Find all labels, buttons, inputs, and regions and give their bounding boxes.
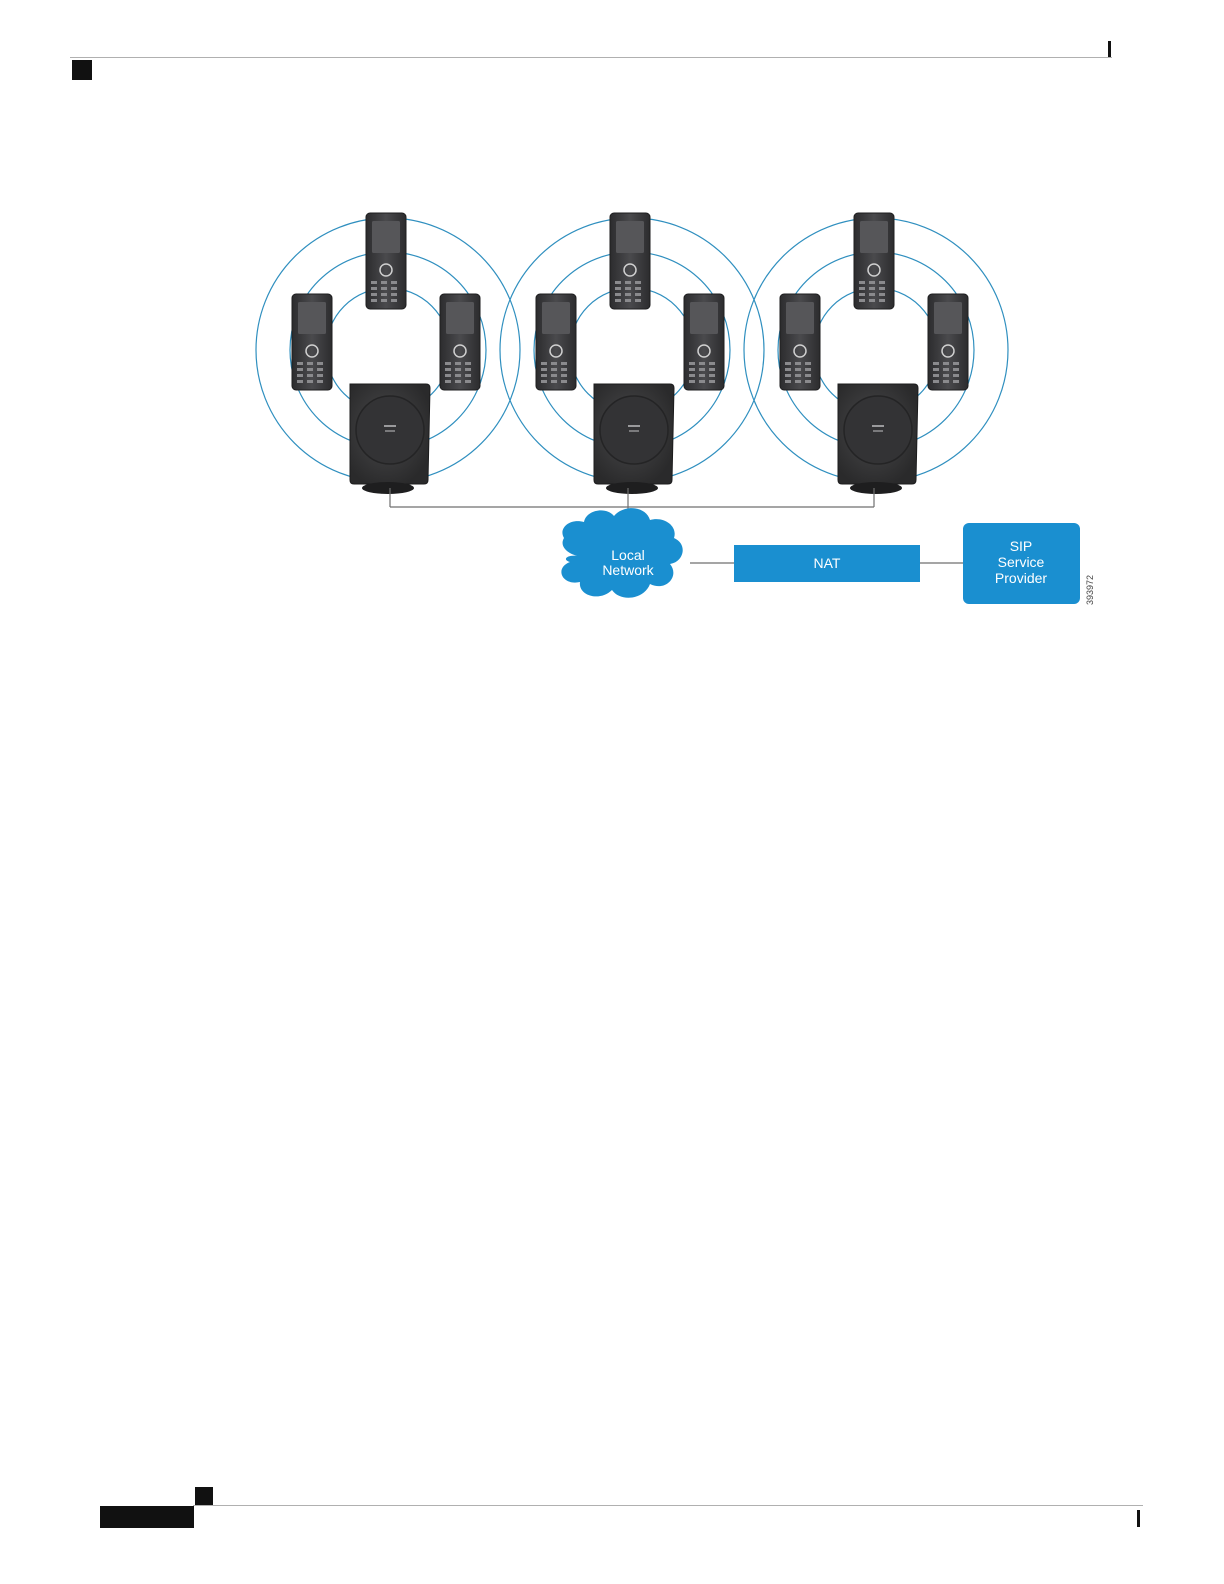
header-rule [70, 57, 1112, 58]
figure-id: 393972 [1085, 575, 1095, 605]
header-tick [1108, 41, 1111, 57]
sip-label-line2: Service [998, 554, 1045, 570]
sip-provider-box: SIP Service Provider [963, 523, 1080, 604]
sip-label-line1: SIP [1010, 538, 1033, 554]
dect-cell-left [256, 213, 520, 494]
footer-rule [193, 1505, 1143, 1506]
footer-tick [1137, 1510, 1140, 1527]
nat-label: NAT [814, 555, 841, 571]
header-marker [72, 60, 92, 80]
cloud-label-line2: Network [602, 562, 654, 578]
cloud-label-line1: Local [611, 547, 644, 563]
footer-block [100, 1506, 194, 1528]
footer-marker [195, 1487, 213, 1505]
local-network-cloud: Local Network [561, 508, 682, 598]
sip-label-line3: Provider [995, 570, 1047, 586]
nat-box: NAT [734, 545, 920, 582]
dect-cell-right [744, 213, 1008, 494]
dect-cell-center [500, 213, 764, 494]
network-diagram: Local Network NAT SIP Service Provider 3… [240, 200, 1110, 620]
